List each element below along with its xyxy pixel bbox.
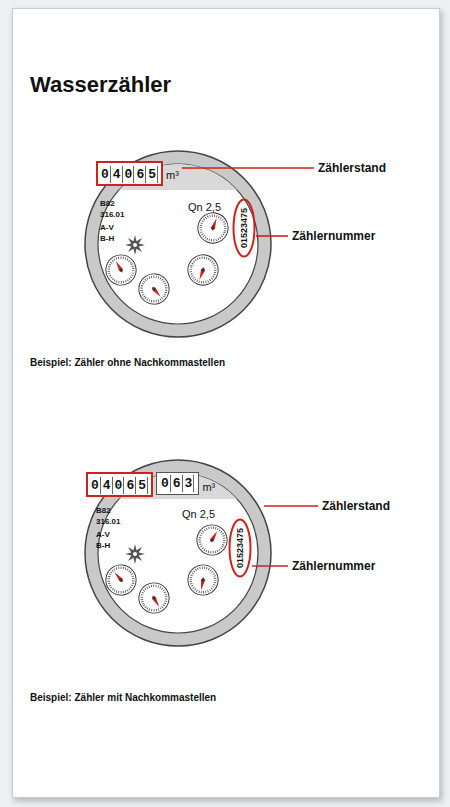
dial xyxy=(194,209,233,248)
serial-ellipse: 01523475 xyxy=(228,518,252,578)
leader-line xyxy=(264,505,318,507)
caption: Beispiel: Zähler ohne Nachkommastellen xyxy=(30,357,225,369)
dial xyxy=(100,249,141,290)
meter-reading: 04065 xyxy=(99,166,160,183)
dial xyxy=(185,562,220,597)
dial xyxy=(191,519,232,560)
water-meter xyxy=(85,151,271,337)
meter-reading: 04065 xyxy=(89,477,150,494)
leader-line xyxy=(252,565,288,567)
nominal-flow: Qn 2,5 xyxy=(188,201,221,214)
decimal-reading: 063 xyxy=(156,472,199,495)
meter-marking: 316.01 xyxy=(96,517,120,527)
dial xyxy=(100,559,143,602)
counter-box: 04065 xyxy=(96,161,163,186)
meter-marking: 316.01 xyxy=(100,210,124,220)
nominal-flow: Qn 2,5 xyxy=(182,508,215,521)
callout-label: Zählernummer xyxy=(292,229,375,243)
dial xyxy=(184,251,223,290)
water-meter xyxy=(85,460,271,646)
counter-band xyxy=(90,465,270,499)
meter-marking: B-H xyxy=(100,234,114,244)
meter-marking: A-V xyxy=(96,530,110,540)
callout-label: Zählernummer xyxy=(292,559,375,573)
caption: Beispiel: Zähler mit Nachkommastellen xyxy=(30,692,216,704)
meter-marking: B82 xyxy=(96,506,111,516)
meter-marking: A-V xyxy=(100,223,114,233)
unit: m³ xyxy=(166,169,179,182)
unit: m³ xyxy=(202,481,215,494)
counter-box: 04065 xyxy=(86,472,153,497)
meter-number: 01523475 xyxy=(239,208,249,248)
meter-number: 01523475 xyxy=(235,528,245,568)
leader-line xyxy=(182,167,314,169)
meter-ring xyxy=(85,460,271,646)
decimal-digits: 063 xyxy=(159,475,196,492)
dial xyxy=(133,577,174,618)
meter-marking: B82 xyxy=(100,199,115,209)
ellipse-outline xyxy=(234,199,255,256)
title: Wasserzähler xyxy=(30,72,171,98)
meter-ring xyxy=(85,151,271,337)
counter-band xyxy=(90,156,270,190)
callout-label: Zählerstand xyxy=(322,499,390,513)
card xyxy=(12,8,440,798)
dial xyxy=(133,268,176,311)
leader-line xyxy=(256,235,288,237)
star-wheel xyxy=(125,235,145,255)
callout-label: Zählerstand xyxy=(318,161,386,175)
meter-marking: B-H xyxy=(96,541,110,551)
ellipse-outline xyxy=(230,519,251,576)
star-wheel xyxy=(125,544,145,564)
serial-ellipse: 01523475 xyxy=(232,198,256,258)
